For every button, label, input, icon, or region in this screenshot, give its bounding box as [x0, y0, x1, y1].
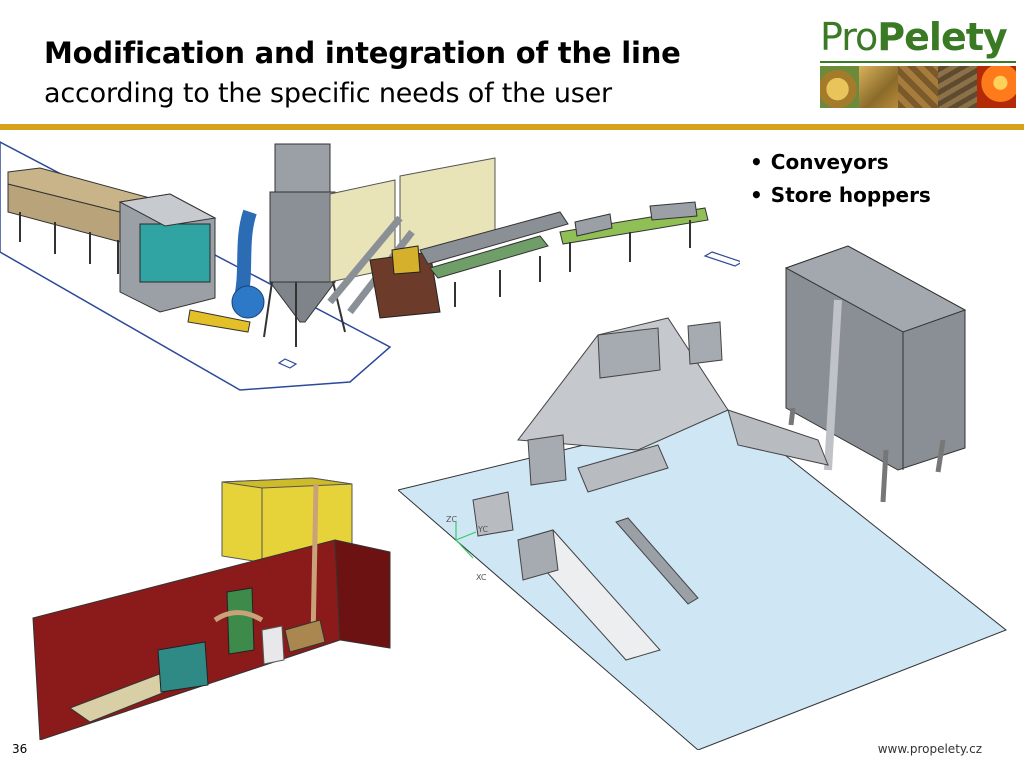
propelety-logo: ProPelety [820, 14, 1016, 110]
logo-underline [820, 61, 1016, 63]
compact-line-illustration [32, 477, 391, 740]
axis-label-zc: ZC [446, 515, 457, 524]
logo-text-pelety: Pelety [877, 15, 1007, 59]
store-hoppers-illustration: ZC YC XC [398, 245, 1007, 750]
axis-label-xc: XC [476, 573, 487, 582]
slide-subtitle: according to the specific needs of the u… [44, 78, 612, 109]
logo-text-pro: Pro [820, 15, 878, 59]
production-line-illustration [0, 141, 740, 391]
footer-website-url: www.propelety.cz [877, 742, 982, 756]
slide-title: Modification and integration of the line [44, 36, 681, 70]
bullet-item: Store hoppers [750, 179, 931, 212]
feature-bullet-list: Conveyors Store hoppers [750, 146, 931, 212]
header-divider [0, 124, 1024, 130]
page-number: 36 [12, 742, 28, 756]
logo-photo-strip [820, 66, 1016, 108]
axis-label-yc: YC [477, 525, 488, 534]
bullet-item: Conveyors [750, 146, 931, 179]
